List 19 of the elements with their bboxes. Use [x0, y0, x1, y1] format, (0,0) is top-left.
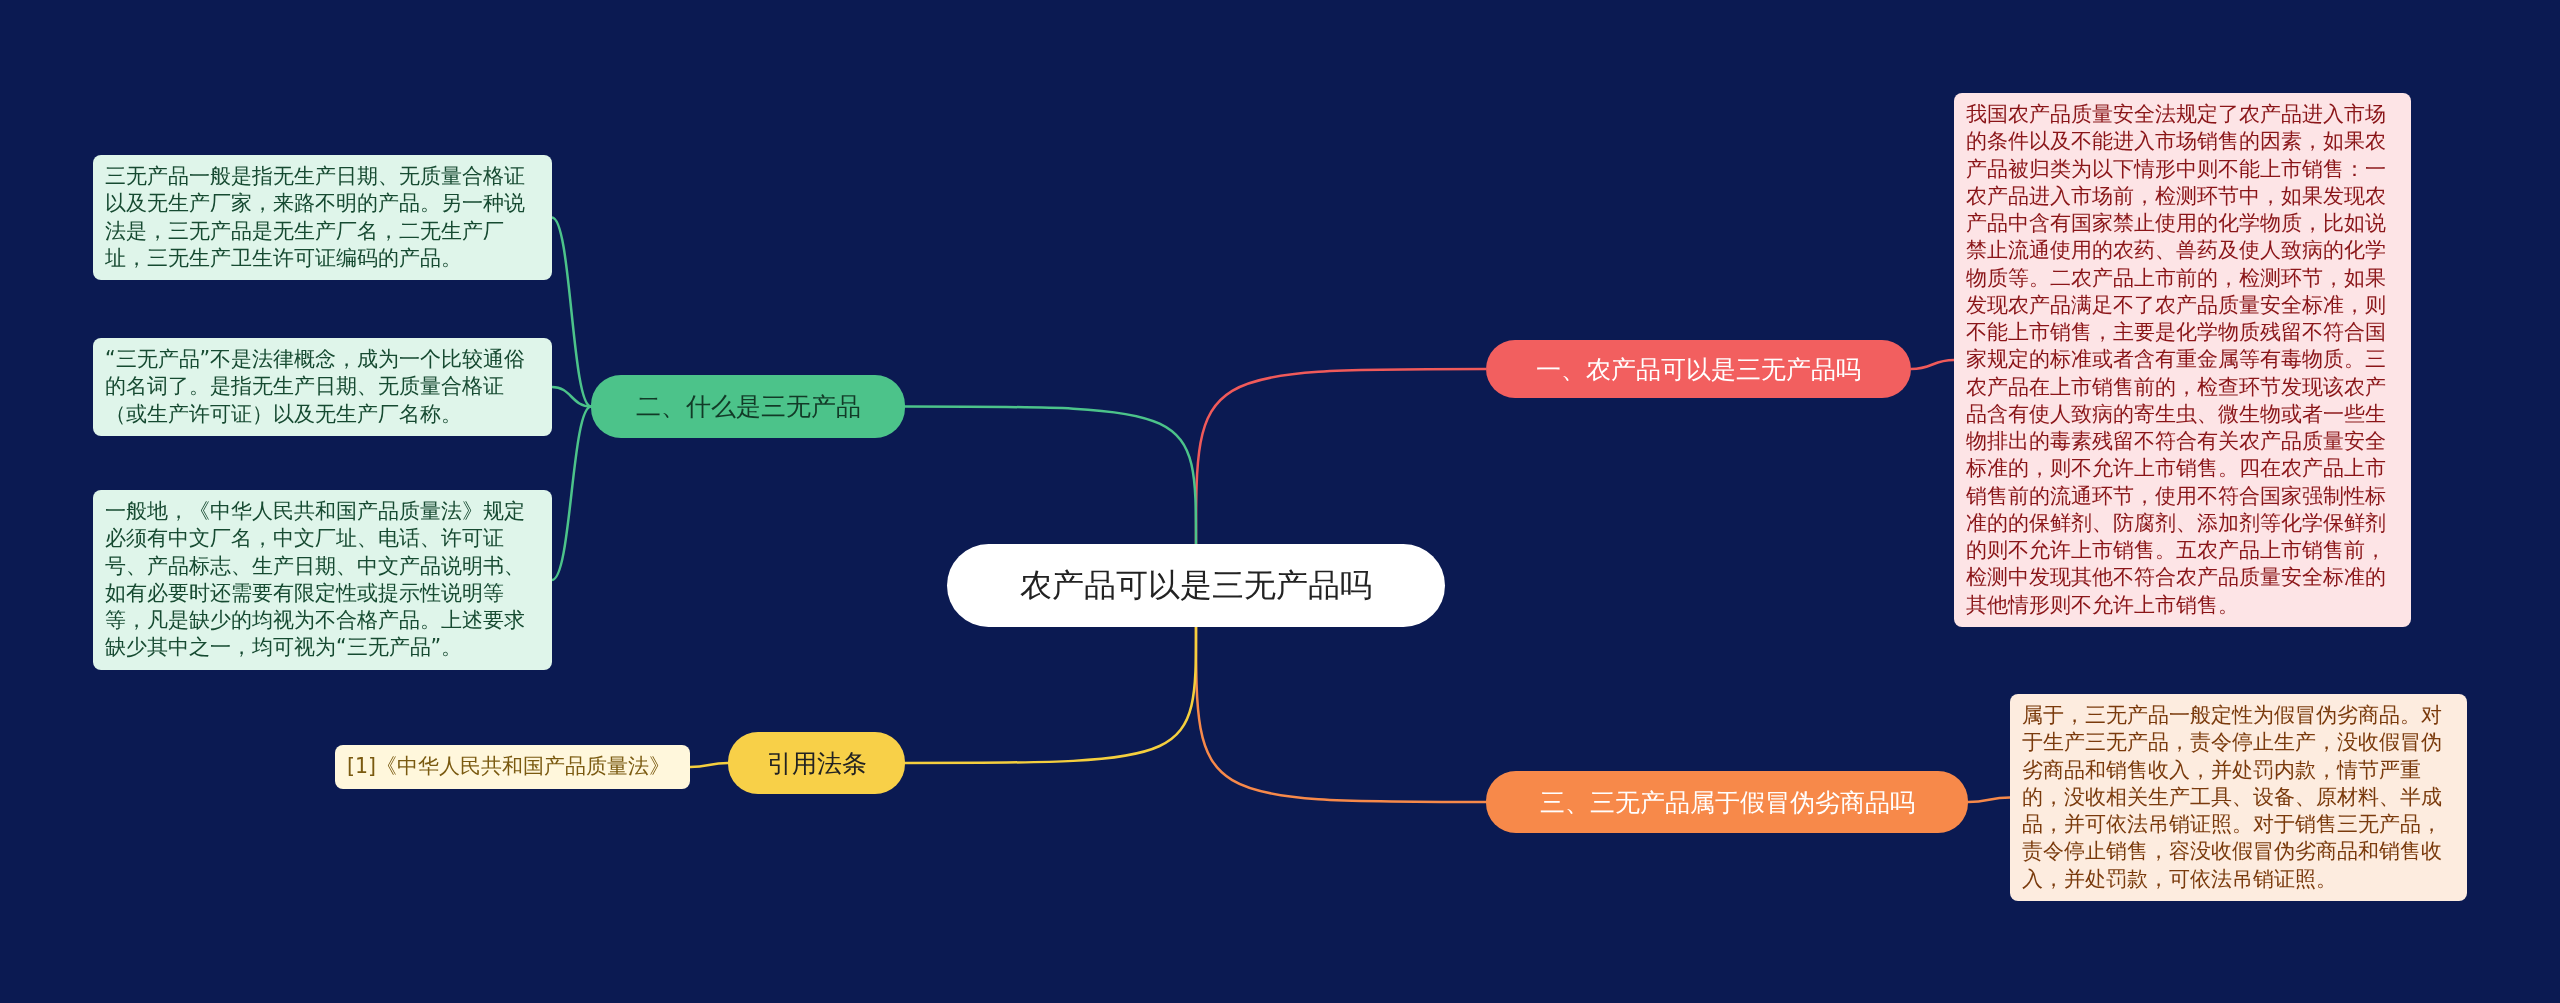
central-topic: 农产品可以是三无产品吗	[947, 544, 1445, 627]
note-card: 我国农产品质量安全法规定了农产品进入市场的条件以及不能进入市场销售的因素，如果农产品被归类为以下情形中则不能上市销售：一农产品进入市场前，检测环节中，如果发现农产品中含有国家禁止使用的化学物质，比如说禁止流通使用的农药、兽药及使人致病的化学物质等。二农产品上市前的，检测环节，如果发现农产品满足不了农产品质量安全标准，则不能上市销售，主要是化学物质残留不符合国家规定的标准或者含有重金属等有毒物质。三农产品在上市销售前的，检查环节发现该农产品含有使人致病的寄生虫、微生物或者一些生物排出的毒素残留不符合有关农产品质量安全标准的，则不允许上市销售。四在农产品上市销售前的流通环节，使用不符合国家强制性标准的的保鲜剂、防腐剂、添加剂等化学保鲜剂的则不允许上市销售。五农产品上市销售前，检测中发现其他不符合农产品质量安全标准的其他情形则不允许上市销售。	[1954, 93, 2411, 627]
connector-line	[551, 405, 592, 581]
branch-topic: 二、什么是三无产品	[591, 375, 905, 438]
branch-topic: 一、农产品可以是三无产品吗	[1486, 340, 1911, 398]
note-card: 属于，三无产品一般定性为假冒伪劣商品。对于生产三无产品，责令停止生产，没收假冒伪劣商品和销售收入，并处罚内款，情节严重的，没收相关生产工具、设备、原材料、半成品，并可依法吊销证照。对于销售三无产品，责令停止销售，容没收假冒伪劣商品和销售收入，并处罚款，可依法吊销证照。	[2010, 694, 2467, 901]
branch-topic: 三、三无产品属于假冒伪劣商品吗	[1486, 771, 1968, 833]
note-card: 三无产品一般是指无生产日期、无质量合格证以及无生产厂家，来路不明的产品。另一种说法是，三无产品是无生产厂名，二无生产厂址，三无生产卫生许可证编码的产品。	[93, 155, 552, 280]
note-card: 一般地，《中华人民共和国产品质量法》规定必须有中文厂名，中文厂址、电话、许可证号、产品标志、生产日期、中文产品说明书、如有必要时还需要有限定性或提示性说明等等，凡是缺少的均视为不合格产品。上述要求缺少其中之一，均可视为“三无产品”。	[93, 490, 552, 670]
connector-line	[1910, 358, 1955, 371]
connector-line	[905, 405, 1198, 544]
connector-line	[905, 627, 1198, 765]
connector-line	[689, 761, 729, 769]
connector-line	[551, 216, 592, 408]
connector-line	[1967, 796, 2011, 804]
note-card: [1]《中华人民共和国产品质量法》	[335, 745, 690, 789]
note-card: “三无产品”不是法律概念，成为一个比较通俗的名词了。是指无生产日期、无质量合格证（或生产许可证）以及无生产厂名称。	[93, 338, 552, 436]
connector-line	[551, 385, 592, 408]
branch-topic: 引用法条	[728, 732, 905, 794]
